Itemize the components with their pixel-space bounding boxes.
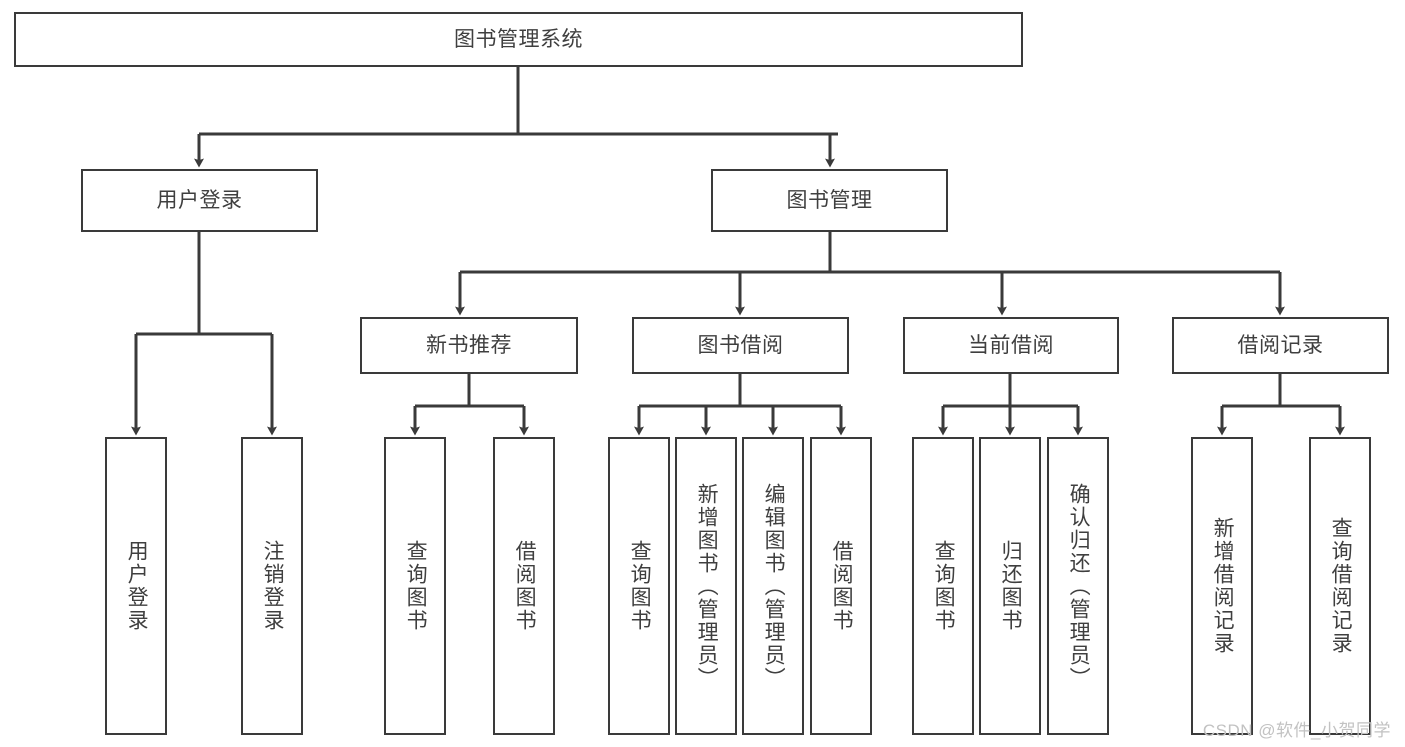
node-leaf-query-book-2-label: 查询图书 — [628, 540, 652, 632]
node-user-login-label: 用户登录 — [156, 188, 243, 212]
node-leaf-add-book-label: 新增图书（管理员） — [695, 482, 719, 690]
node-borrow-record-label: 借阅记录 — [1237, 333, 1324, 357]
node-leaf-query-book-2[interactable]: 查询图书 — [608, 437, 670, 735]
node-book-borrow[interactable]: 图书借阅 — [632, 317, 849, 374]
node-leaf-borrow-book-2-label: 借阅图书 — [830, 540, 854, 632]
node-leaf-borrow-book-1-label: 借阅图书 — [513, 540, 537, 632]
node-leaf-user-login[interactable]: 用户登录 — [105, 437, 167, 735]
node-current-borrow[interactable]: 当前借阅 — [903, 317, 1119, 374]
csdn-watermark: CSDN @软件_小贺同学 — [1202, 721, 1391, 740]
node-leaf-confirm-return-label: 确认归还（管理员） — [1067, 482, 1091, 690]
node-leaf-add-book[interactable]: 新增图书（管理员） — [675, 437, 737, 735]
node-user-login[interactable]: 用户登录 — [81, 169, 318, 232]
node-leaf-borrow-book-1[interactable]: 借阅图书 — [493, 437, 555, 735]
node-root-label: 图书管理系统 — [454, 27, 583, 51]
node-leaf-query-record-label: 查询借阅记录 — [1329, 517, 1353, 655]
node-leaf-edit-book-label: 编辑图书（管理员） — [762, 482, 786, 690]
node-borrow-record[interactable]: 借阅记录 — [1172, 317, 1389, 374]
node-new-book-recommend-label: 新书推荐 — [426, 333, 512, 357]
node-leaf-add-record-label: 新增借阅记录 — [1211, 517, 1235, 655]
node-current-borrow-label: 当前借阅 — [968, 333, 1054, 357]
node-leaf-borrow-book-2[interactable]: 借阅图书 — [810, 437, 872, 735]
node-leaf-query-book-1[interactable]: 查询图书 — [384, 437, 446, 735]
node-book-manage-label: 图书管理 — [786, 188, 873, 212]
node-new-book-recommend[interactable]: 新书推荐 — [360, 317, 578, 374]
node-leaf-return-book-label: 归还图书 — [999, 540, 1023, 632]
node-book-borrow-label: 图书借阅 — [697, 333, 784, 357]
node-leaf-confirm-return[interactable]: 确认归还（管理员） — [1047, 437, 1109, 735]
node-leaf-add-record[interactable]: 新增借阅记录 — [1191, 437, 1253, 735]
node-leaf-return-book[interactable]: 归还图书 — [979, 437, 1041, 735]
node-leaf-query-book-3[interactable]: 查询图书 — [912, 437, 974, 735]
node-leaf-logout-login[interactable]: 注销登录 — [241, 437, 303, 735]
node-root[interactable]: 图书管理系统 — [14, 12, 1023, 67]
node-leaf-query-book-3-label: 查询图书 — [932, 540, 956, 632]
node-leaf-query-book-1-label: 查询图书 — [404, 540, 428, 632]
node-leaf-query-record[interactable]: 查询借阅记录 — [1309, 437, 1371, 735]
node-leaf-edit-book[interactable]: 编辑图书（管理员） — [742, 437, 804, 735]
node-leaf-logout-login-label: 注销登录 — [261, 540, 285, 632]
node-book-manage[interactable]: 图书管理 — [711, 169, 948, 232]
node-leaf-user-login-label: 用户登录 — [125, 540, 149, 632]
